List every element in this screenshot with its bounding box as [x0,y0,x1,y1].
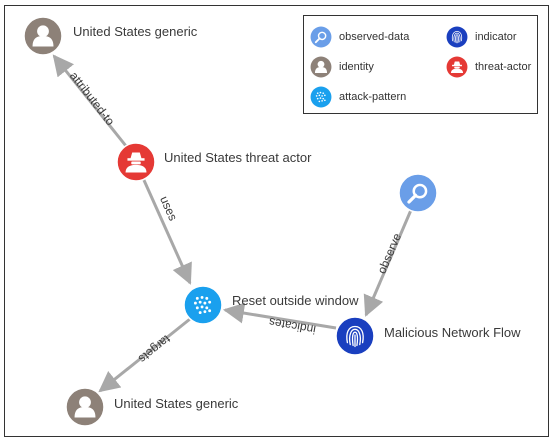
edge-label-targets: targets [136,332,173,366]
threat-actor-icon [446,56,468,78]
legend-item-identity: identity [310,56,374,78]
edge-indicates[interactable]: indicates [222,302,337,337]
node-identity-bottom[interactable]: United States generic [65,387,239,427]
edge-label-attributed-to: attributed-to [67,69,118,128]
node-identity-top[interactable]: United States generic [23,16,198,56]
node-label-identity-bottom: United States generic [114,396,239,411]
legend-item-indicator: indicator [446,26,517,48]
edge-label-observe: observe [375,231,405,276]
edge-label-indicates: indicates [268,315,317,337]
observed-data-icon [310,26,332,48]
edge-observe[interactable]: observe [363,209,413,317]
legend-item-threat-actor: threat-actor [446,56,531,78]
node-indicator[interactable]: Malicious Network Flow [335,316,521,356]
legend-label: observed-data [339,31,410,43]
legend-label: attack-pattern [339,91,407,103]
legend-item-attack-pattern: attack-pattern [310,86,406,108]
legend-label: identity [339,61,374,73]
node-label-identity-top: United States generic [73,24,198,39]
legend-item-observed-data: observed-data [310,26,409,48]
edge-uses[interactable]: uses [141,177,192,285]
node-attack-pattern[interactable]: Reset outside window [183,285,359,325]
legend: observed-data indicator identity threat-… [303,15,538,114]
edge-targets[interactable]: targets [98,317,191,393]
attack-pattern-icon [310,86,332,108]
node-label-threat-actor: United States threat actor [164,150,312,165]
node-label-indicator: Malicious Network Flow [384,325,521,340]
indicator-icon [446,26,468,48]
identity-icon [310,56,332,78]
observed-data-icon [398,173,438,213]
attack-pattern-icon [183,285,223,325]
node-threat-actor[interactable]: United States threat actor [116,142,312,182]
legend-label: threat-actor [475,61,532,73]
legend-label: indicator [475,31,517,43]
node-label-attack-pattern: Reset outside window [232,293,359,308]
edge-attributed-to[interactable]: attributed-to [52,54,128,147]
node-observed-data[interactable] [398,173,438,213]
